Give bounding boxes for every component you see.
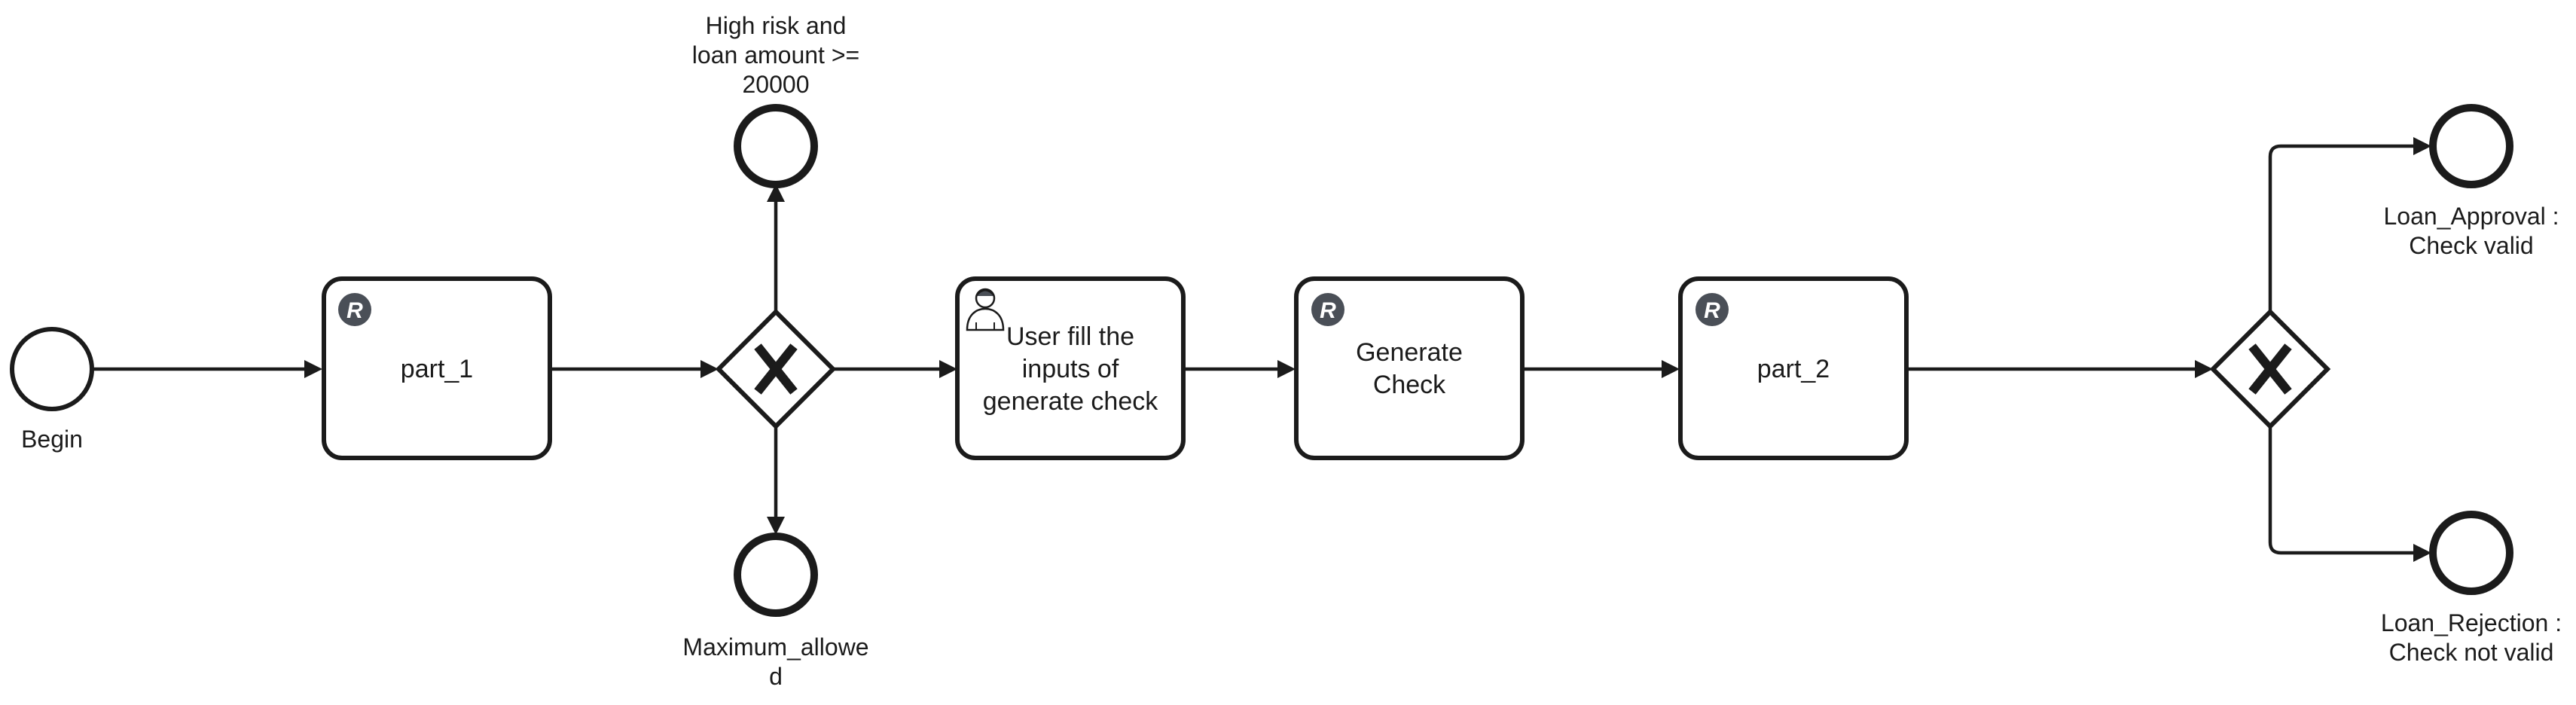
end-event-high-risk-circle[interactable] <box>734 104 818 188</box>
arrowhead <box>1662 360 1680 378</box>
task-generate-check-box[interactable] <box>1294 276 1525 460</box>
high-risk-label-line3: 20000 <box>743 71 810 98</box>
arrowhead <box>2413 544 2431 562</box>
task-user-fill-label-line2: inputs of <box>1022 355 1119 383</box>
loan-rejection-label-line2: Check not valid <box>2389 639 2554 666</box>
start-event-begin[interactable]: Begin <box>10 327 94 453</box>
task-generate-check[interactable]: R Generate Check <box>1294 276 1525 460</box>
start-event-circle[interactable] <box>10 327 94 411</box>
task-user-fill-box[interactable] <box>955 276 1186 460</box>
end-event-loan-rejection[interactable]: Loan_Rejection : Check not valid <box>2381 511 2562 666</box>
rule-badge-icon: R <box>1695 293 1729 326</box>
task-generate-check-label-line1: Generate <box>1356 338 1463 367</box>
flow-gateway2-to-loan-approval[interactable] <box>2268 144 2415 312</box>
arrowhead <box>1277 360 1296 378</box>
task-user-fill-inputs[interactable]: User fill the inputs of generate check <box>955 276 1186 460</box>
x-icon <box>2248 343 2292 395</box>
task-user-fill-label-line1: User fill the <box>1006 322 1134 351</box>
flow-gateway2-to-loan-rejection[interactable] <box>2268 426 2415 555</box>
rule-badge-icon: R <box>338 293 371 326</box>
end-event-loan-approval[interactable]: Loan_Approval : Check valid <box>2383 104 2559 259</box>
end-event-maximum-allowed[interactable]: Maximum_allowe d <box>682 533 869 690</box>
arrowhead <box>767 517 785 535</box>
task-user-fill-label-line3: generate check <box>983 387 1158 416</box>
end-event-loan-rejection-circle[interactable] <box>2429 511 2513 595</box>
start-event-label: Begin <box>21 426 83 453</box>
task-part-1[interactable]: R part_1 <box>322 276 552 460</box>
svg-text:R: R <box>1320 298 1336 323</box>
loan-rejection-label-line1: Loan_Rejection : <box>2381 609 2562 636</box>
task-generate-check-label-line2: Check <box>1373 371 1446 399</box>
arrowhead <box>304 360 322 378</box>
exclusive-gateway-2[interactable] <box>2209 308 2331 430</box>
x-icon <box>754 343 798 395</box>
high-risk-label-line2: loan amount >= <box>692 41 859 69</box>
loan-approval-label-line2: Check valid <box>2409 232 2533 259</box>
arrowhead <box>2195 360 2213 378</box>
arrowhead <box>767 184 785 202</box>
high-risk-label-line1: High risk and <box>706 12 847 39</box>
task-part-1-box[interactable] <box>322 276 552 460</box>
end-event-loan-approval-circle[interactable] <box>2429 104 2513 188</box>
svg-text:R: R <box>346 298 363 323</box>
task-part-2-label: part_2 <box>1757 355 1830 383</box>
task-part-1-label: part_1 <box>401 355 473 383</box>
task-part-2-box[interactable] <box>1678 276 1909 460</box>
sequence-flows <box>93 137 2431 562</box>
arrowhead <box>939 360 957 378</box>
rule-badge-icon: R <box>1311 293 1344 326</box>
svg-text:R: R <box>1704 298 1720 323</box>
user-icon <box>966 288 1005 331</box>
arrowhead <box>2413 137 2431 155</box>
arrowhead <box>700 360 719 378</box>
task-part-2[interactable]: R part_2 <box>1678 276 1909 460</box>
end-event-high-risk[interactable]: High risk and loan amount >= 20000 <box>692 12 859 188</box>
maximum-allowed-label-line2: d <box>769 663 783 690</box>
loan-approval-label-line1: Loan_Approval : <box>2383 203 2559 230</box>
end-event-maximum-allowed-circle[interactable] <box>734 533 818 617</box>
maximum-allowed-label-line1: Maximum_allowe <box>682 633 868 661</box>
exclusive-gateway-1[interactable] <box>715 308 837 430</box>
